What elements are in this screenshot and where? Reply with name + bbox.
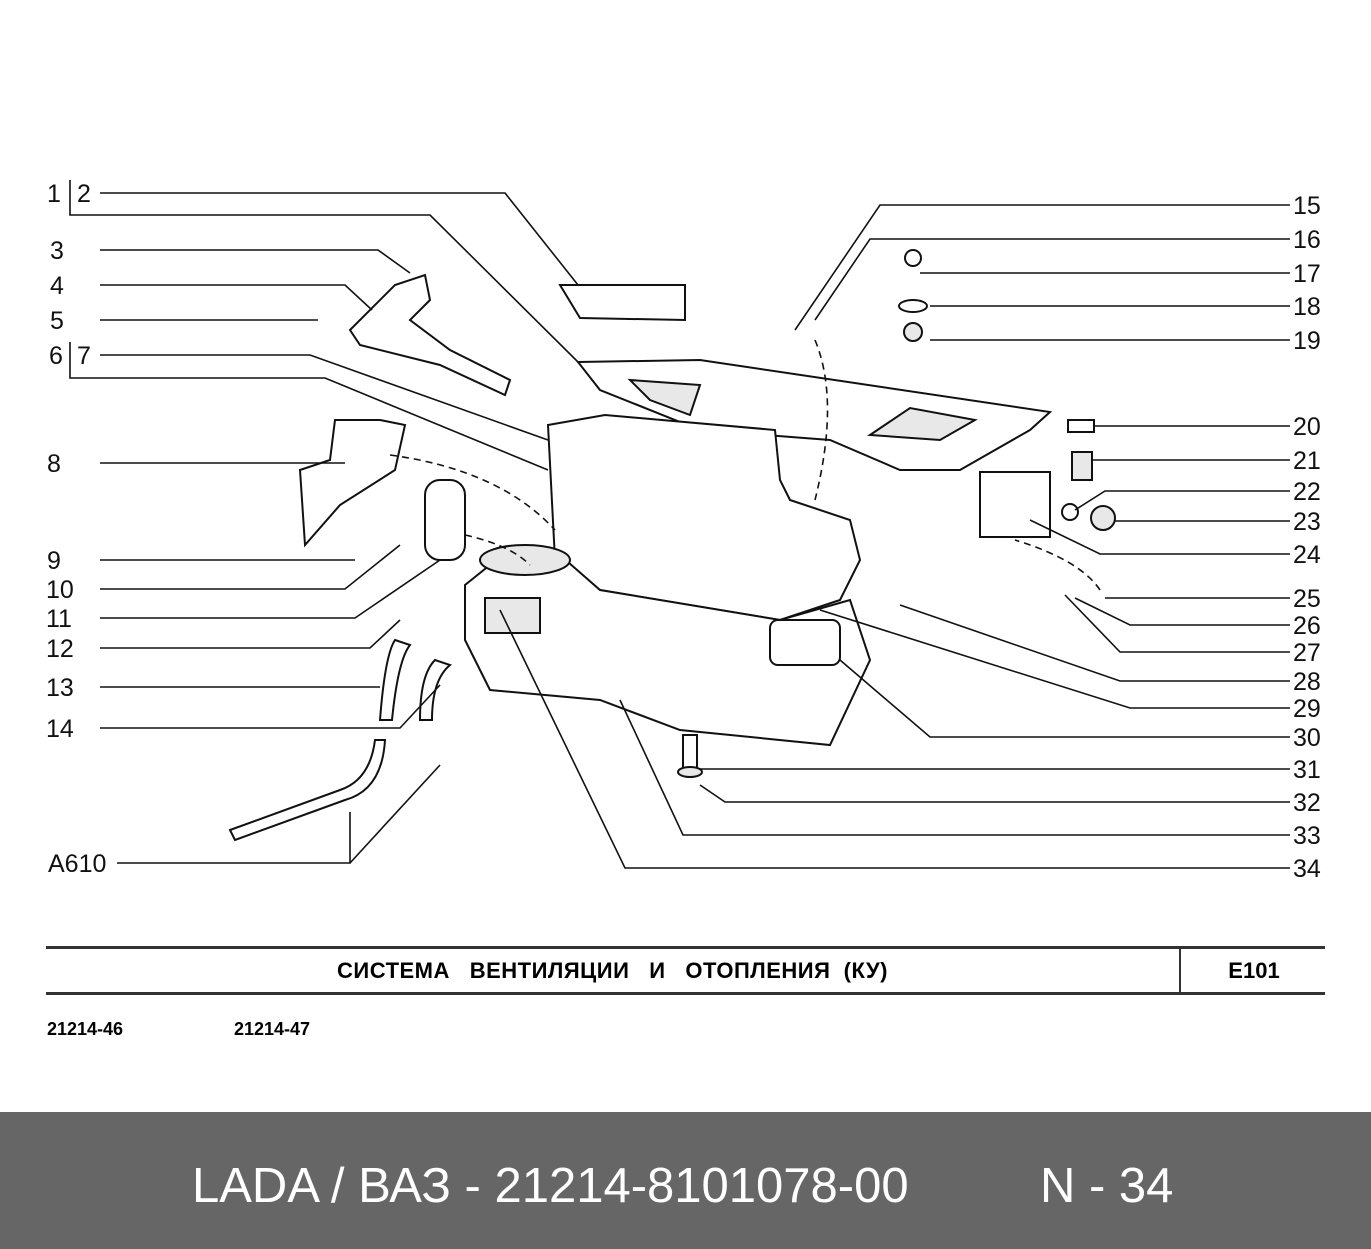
cable-duct-part (348, 273, 512, 397)
callout-4: 4 (50, 272, 64, 300)
callout-6: 6 (49, 342, 63, 370)
callout-18: 18 (1293, 293, 1321, 321)
callout-16: 16 (1293, 226, 1321, 254)
callout-a610: A610 (48, 850, 106, 878)
assembly-arrow (464, 534, 531, 566)
callout-7: 7 (77, 342, 91, 370)
nozzle-box-24-part (979, 471, 1051, 538)
assembly-arrow (1014, 539, 1101, 591)
callout-34: 34 (1293, 855, 1321, 883)
callout-32: 32 (1293, 789, 1321, 817)
pad-21-part (1071, 451, 1093, 481)
callout-14: 14 (46, 715, 74, 743)
callout-13: 13 (46, 674, 74, 702)
callout-24: 24 (1293, 541, 1321, 569)
callout-29: 29 (1293, 695, 1321, 723)
parts-diagram: 1 2 3 4 5 6 7 8 9 10 11 12 13 14 A610 15… (46, 180, 1321, 883)
footer-bar: LADA / ВАЗ - 21214-8101078-00 N - 34 (0, 1112, 1371, 1249)
callout-1: 1 (47, 180, 61, 208)
callout-2: 2 (77, 180, 91, 208)
leader-lines (69, 180, 1290, 869)
callout-19: 19 (1293, 327, 1321, 355)
cover-opening (627, 378, 702, 417)
page-number: N - 34 (1040, 1159, 1174, 1213)
hose-13-part (378, 638, 412, 721)
callout-8: 8 (47, 450, 61, 478)
clip-20-part (1067, 419, 1095, 433)
washer-22-part (1061, 503, 1079, 521)
callout-30: 30 (1293, 724, 1321, 752)
callout-25: 25 (1293, 585, 1321, 613)
section-code: E101 (1179, 949, 1327, 992)
callout-20: 20 (1293, 413, 1321, 441)
callouts-left: 1 2 3 4 5 6 7 8 9 10 11 12 13 14 A610 (46, 180, 106, 878)
seal-32-part (677, 766, 703, 778)
nut-19-part (903, 322, 923, 342)
callout-31: 31 (1293, 756, 1321, 784)
grommet-23-part (1090, 505, 1116, 531)
callout-9: 9 (47, 547, 61, 575)
callout-11: 11 (46, 605, 72, 633)
cover-opening-2 (867, 406, 978, 442)
callout-23: 23 (1293, 508, 1321, 536)
assembly-arrow (389, 454, 556, 531)
heater-assembly-drawing (228, 249, 1116, 842)
callouts-right: 15 16 17 18 19 20 21 22 23 24 25 26 27 2… (1293, 192, 1321, 883)
callout-5: 5 (50, 307, 64, 335)
callout-27: 27 (1293, 639, 1321, 667)
callout-22: 22 (1293, 478, 1321, 506)
blower-grille-part (484, 597, 541, 634)
part-number: LADA / ВАЗ - 21214-8101078-00 (192, 1159, 909, 1213)
drain-31-part (682, 734, 698, 771)
title-bar: СИСТЕМА ВЕНТИЛЯЦИИ И ОТОПЛЕНИЯ (КУ) E101 (46, 946, 1325, 995)
callout-15: 15 (1293, 192, 1321, 220)
filter-frame-part (558, 284, 686, 322)
bracket-part (298, 419, 407, 548)
callout-26: 26 (1293, 612, 1321, 640)
callout-12: 12 (46, 635, 74, 663)
diagram-title: СИСТЕМА ВЕНТИЛЯЦИИ И ОТОПЛЕНИЯ (КУ) (337, 958, 888, 983)
flange-plate-part (424, 479, 466, 561)
callout-3: 3 (50, 237, 64, 265)
callout-28: 28 (1293, 668, 1321, 696)
outlet-30-part (769, 619, 841, 666)
bolt-17-part (904, 249, 922, 267)
washer-18-part (898, 299, 928, 313)
callout-10: 10 (46, 576, 74, 604)
callout-21: 21 (1293, 447, 1321, 475)
callout-33: 33 (1293, 822, 1321, 850)
assembly-arrow (814, 339, 829, 501)
pipe-a610-part (228, 739, 387, 842)
model-code: 21214-47 (234, 1019, 311, 1039)
model-code: 21214-46 (47, 1019, 124, 1039)
callout-17: 17 (1293, 260, 1321, 288)
